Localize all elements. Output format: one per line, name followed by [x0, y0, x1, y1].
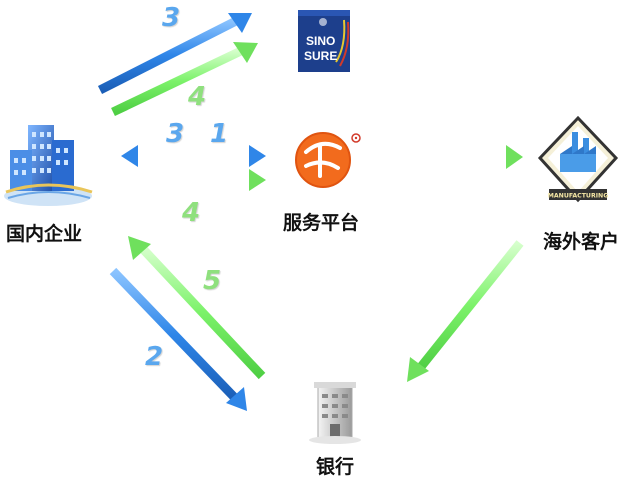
- step-4-top-label: 4: [188, 82, 207, 112]
- overseas-client-label: 海外客户: [543, 231, 620, 253]
- service-platform-label: 服务平台: [283, 212, 360, 234]
- arrow-step2-to-bank: [109, 267, 247, 411]
- arrow-step5-to-domestic: [128, 236, 266, 380]
- office-building-icon: [4, 125, 93, 206]
- step-3-mid-label: 3: [166, 119, 185, 149]
- step-3-top-label: 3: [162, 3, 181, 33]
- domestic-company-label: 国内企业: [6, 223, 83, 245]
- arrow-step4-to-sinosure: [111, 42, 258, 117]
- service-platform-logo-icon: [295, 132, 361, 188]
- bank-label: 银行: [316, 456, 355, 478]
- arrow-step3-to-sinosure: [97, 13, 252, 95]
- bank-building-icon: [309, 382, 361, 444]
- manufacturing-sign-text: MANUFACTURING: [548, 193, 609, 200]
- step-4-mid-label: 4: [182, 198, 201, 228]
- arrow-step4-to-platform: [124, 169, 266, 191]
- arrow-platform-to-overseas: [380, 145, 523, 169]
- sinosure-logo-text-1: SINO: [306, 34, 335, 48]
- sinosure-logo-text-2: SURE: [304, 49, 337, 63]
- step-5-label: 5: [203, 266, 222, 296]
- arrow-overseas-to-bank: [407, 240, 524, 382]
- step-1-label: 1: [210, 119, 229, 149]
- step-2-label: 2: [145, 342, 164, 372]
- sinosure-logo: SINO SURE: [298, 10, 350, 72]
- factory-icon: MANUFACTURING: [537, 115, 619, 203]
- arrow-step3-1-bidirectional: [121, 145, 266, 167]
